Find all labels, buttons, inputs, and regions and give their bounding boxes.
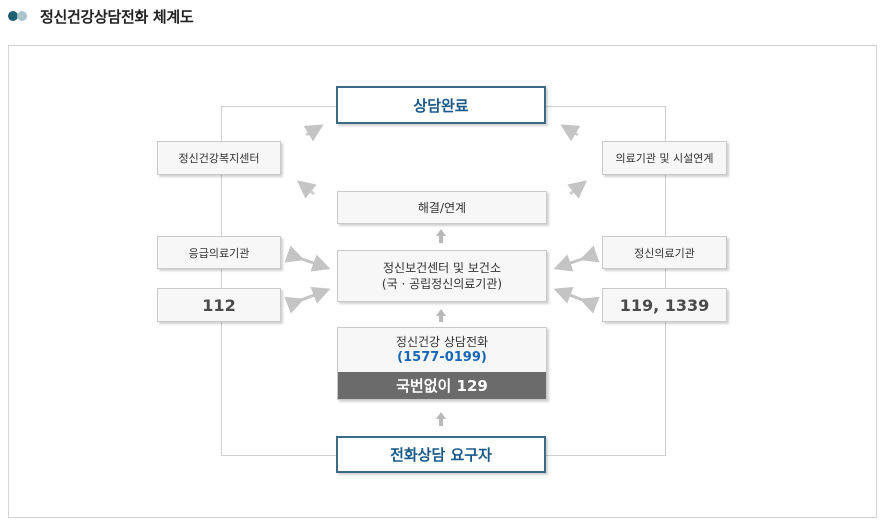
hotline-number: (1577-0199): [397, 349, 487, 365]
caller-box: 전화상담 요구자: [336, 436, 546, 473]
welfare-center-box: 정신건강복지센터: [157, 141, 281, 175]
emergency-number-box: 112: [157, 288, 281, 322]
center-line2: (국 · 공립정신의료기관): [381, 277, 503, 291]
psychiatric-institution-box: 정신의료기관: [602, 236, 727, 269]
hotline-short-number: 국번없이 129: [338, 372, 546, 399]
psychiatric-number-box: 119, 1339: [602, 288, 727, 322]
hotline-box: 정신건강 상담전화 (1577-0199) 국번없이 129: [337, 327, 547, 400]
emergency-institution-box: 응급의료기관: [157, 236, 281, 269]
bullet-dots-icon: [8, 10, 32, 22]
consultation-complete-box: 상담완료: [336, 86, 546, 124]
resolve-link-box: 해결/연계: [337, 191, 547, 224]
hotline-label: 정신건강 상담전화: [395, 334, 489, 349]
hotline-info: 정신건강 상담전화 (1577-0199): [338, 328, 546, 372]
page-title: 정신건강상담전화 체계도: [40, 7, 194, 26]
section-header: 정신건강상담전화 체계도: [8, 6, 194, 26]
linkage-box: 의료기관 및 시설연계: [602, 141, 727, 175]
center-line1: 정신보건센터 및 보건소: [382, 261, 502, 275]
mental-health-center-box: 정신보건센터 및 보건소 (국 · 공립정신의료기관): [337, 250, 547, 302]
